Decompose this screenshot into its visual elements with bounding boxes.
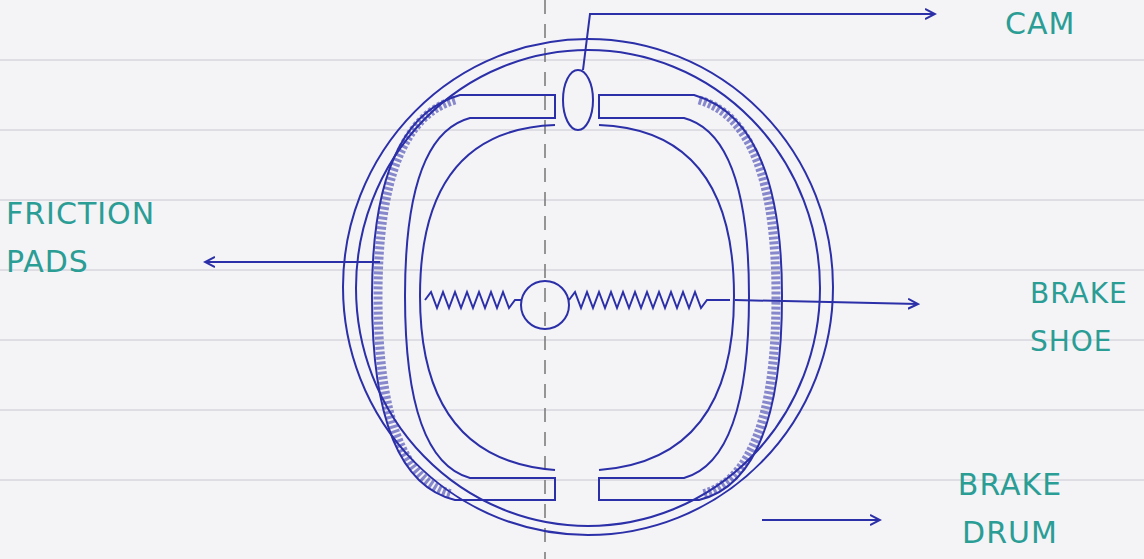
- left-web: [420, 125, 555, 470]
- leader-line: [583, 14, 935, 70]
- leader-line: [762, 519, 880, 521]
- part-label: BRAKE SHOE: [1030, 270, 1138, 366]
- hub: [521, 281, 569, 329]
- cam-shape: [563, 70, 593, 130]
- spring: [569, 292, 730, 308]
- paper-lines: [0, 60, 1144, 480]
- drum-inner: [356, 50, 820, 526]
- right-shoe: [599, 95, 782, 500]
- drum-outer: [343, 39, 833, 535]
- part-label: CAM: [1005, 0, 1125, 48]
- left-shoe: [372, 95, 555, 500]
- part-label: FRICTION PADS: [6, 190, 181, 286]
- part-label: BRAKE DRUM: [925, 461, 1095, 557]
- center-line: [544, 0, 546, 559]
- right-web: [599, 125, 734, 470]
- leader-line: [205, 261, 380, 263]
- spring: [425, 292, 521, 308]
- right-friction-pad: [699, 100, 776, 494]
- left-friction-pad: [378, 100, 455, 494]
- leader-line: [735, 300, 918, 304]
